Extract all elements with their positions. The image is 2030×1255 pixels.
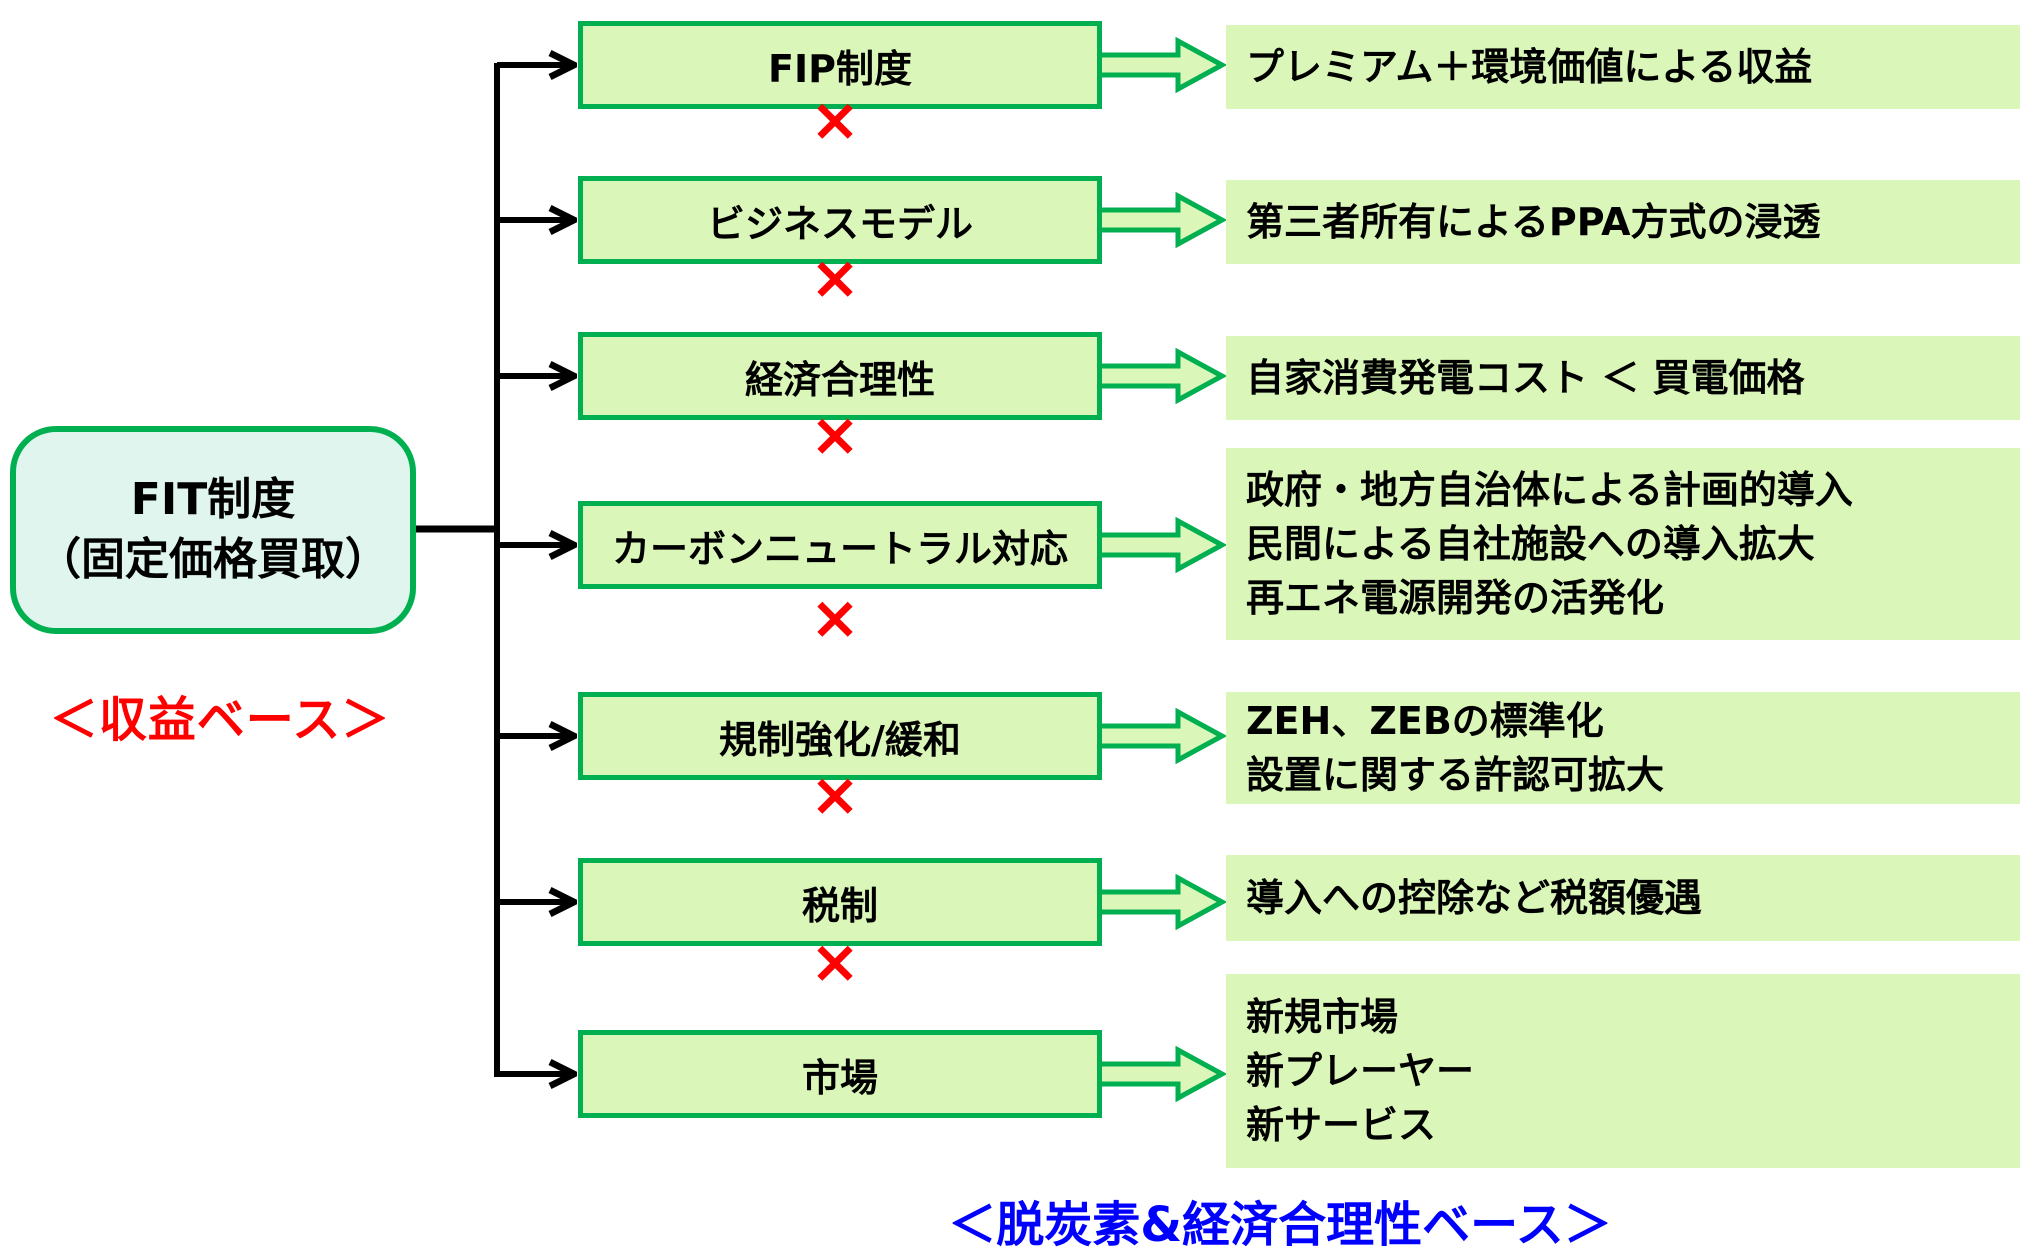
multiply-cross-icon: × <box>809 243 861 313</box>
factor-box: カーボンニュートラル対応 <box>578 501 1102 589</box>
outcome-text: 導入への控除など税額優遇 <box>1246 876 1703 920</box>
result-arrow <box>1102 347 1228 405</box>
source-subtitle: （固定価格買取） <box>37 534 389 585</box>
factor-box: FIP制度 <box>578 21 1102 109</box>
outcome-box: 第三者所有によるPPA方式の浸透 <box>1226 180 2020 264</box>
outcome-box: プレミアム＋環境価値による収益 <box>1226 25 2020 109</box>
result-arrow <box>1102 707 1228 765</box>
outcome-box: 導入への控除など税額優遇 <box>1226 855 2020 941</box>
outcome-text: 新プレーヤー <box>1246 1049 1475 1093</box>
factor-box: 市場 <box>578 1030 1102 1118</box>
outcome-box: ZEH、ZEBの標準化設置に関する許認可拡大 <box>1226 692 2020 804</box>
factor-box: ビジネスモデル <box>578 176 1102 264</box>
outcome-text: 新規市場 <box>1246 995 1399 1039</box>
outcome-text: 第三者所有によるPPA方式の浸透 <box>1246 200 1821 244</box>
outcome-text: 再エネ電源開発の活発化 <box>1246 576 1665 620</box>
result-arrow <box>1102 1045 1228 1103</box>
result-arrow <box>1102 191 1228 249</box>
outcome-text: 設置に関する許認可拡大 <box>1246 753 1665 797</box>
outcome-text: ZEH、ZEBの標準化 <box>1246 699 1604 743</box>
multiply-cross-icon: × <box>809 583 861 653</box>
factor-box: 税制 <box>578 858 1102 946</box>
outcome-box: 新規市場新プレーヤー新サービス <box>1226 974 2020 1168</box>
factor-box: 経済合理性 <box>578 332 1102 420</box>
outcome-box: 自家消費発電コスト ＜ 買電価格 <box>1226 336 2020 420</box>
revenue-base-caption: ＜収益ベース＞ <box>49 692 391 748</box>
outcome-text: 新サービス <box>1246 1103 1437 1147</box>
factor-label: FIP制度 <box>768 46 912 91</box>
outcome-text: 民間による自社施設への導入拡大 <box>1246 522 1815 566</box>
factor-label: カーボンニュートラル対応 <box>611 526 1068 571</box>
fit-source-box: FIT制度 （固定価格買取） <box>10 426 416 634</box>
result-arrow <box>1102 516 1228 574</box>
multiply-cross-icon: × <box>809 85 861 155</box>
outcome-box: 政府・地方自治体による計画的導入民間による自社施設への導入拡大再エネ電源開発の活… <box>1226 448 2020 640</box>
outcome-text: 自家消費発電コスト ＜ 買電価格 <box>1246 356 1805 400</box>
multiply-cross-icon: × <box>809 760 861 830</box>
result-arrow <box>1102 873 1228 931</box>
result-arrow <box>1102 36 1228 94</box>
factor-label: 市場 <box>801 1055 878 1100</box>
factor-label: 経済合理性 <box>744 357 935 402</box>
outcome-text: プレミアム＋環境価値による収益 <box>1246 45 1813 89</box>
factor-label: 税制 <box>801 883 878 928</box>
multiply-cross-icon: × <box>809 400 861 470</box>
factor-label: 規制強化/緩和 <box>719 717 961 762</box>
decarbonization-base-caption: ＜脱炭素&経済合理性ベース＞ <box>948 1197 1612 1253</box>
multiply-cross-icon: × <box>809 927 861 997</box>
source-title: FIT制度 <box>130 474 296 525</box>
factor-label: ビジネスモデル <box>706 201 973 246</box>
outcome-text: 政府・地方自治体による計画的導入 <box>1246 468 1853 512</box>
factor-box: 規制強化/緩和 <box>578 692 1102 780</box>
